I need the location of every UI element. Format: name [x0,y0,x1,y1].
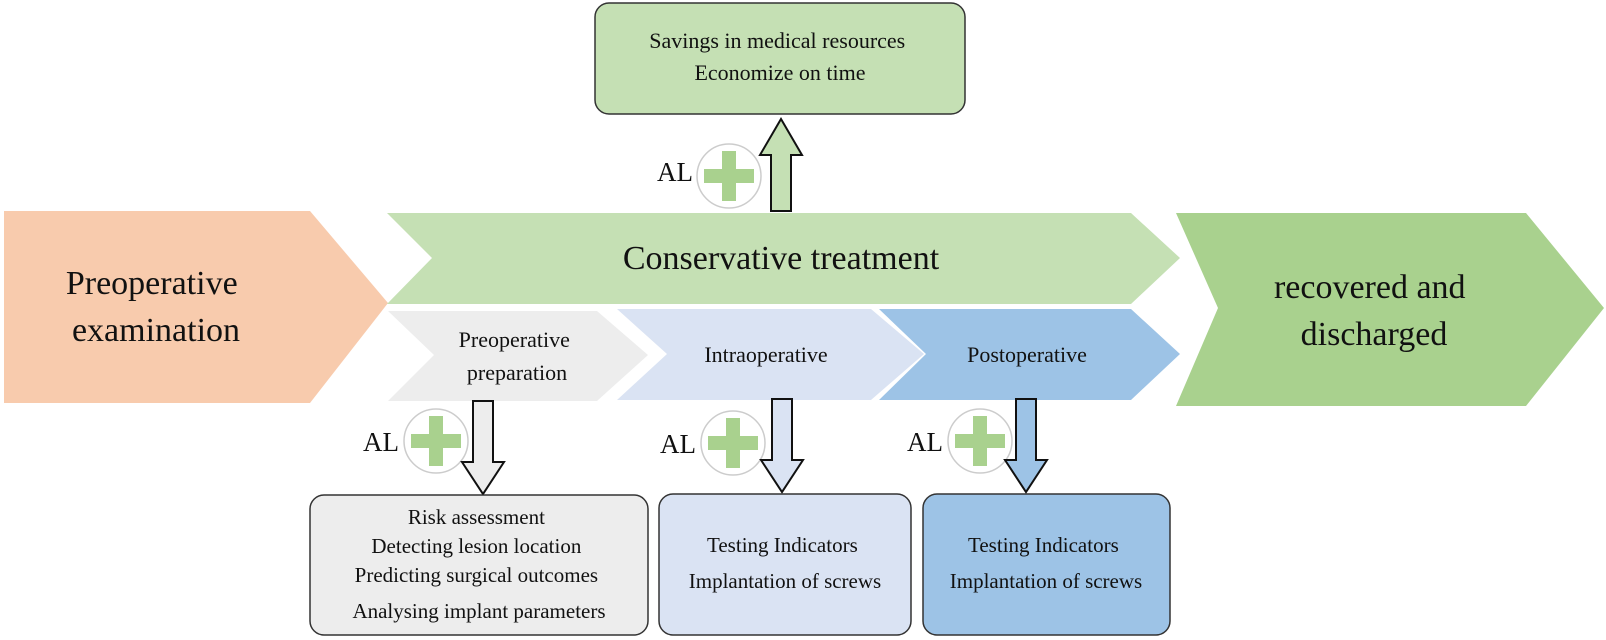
postoperative-outcome-text: Testing Indicators Implantation of screw… [950,533,1142,593]
plus-circle-icon [700,410,766,476]
preparation-outcome-box [309,494,649,636]
preparation-outcome-text: Risk assessment Detecting lesion locatio… [352,505,605,623]
down-arrow-icon [1003,398,1049,494]
preoperative-examination-label: Preoperative examination [66,265,246,349]
preoperative-examination-arrow [4,211,388,403]
al-label-intraoperative: AL [660,429,696,459]
postoperative-outcome-box [922,493,1171,636]
conservative-treatment-label: Conservative treatment [623,240,940,277]
down-arrow-icon [759,398,805,494]
conservative-outcome-box [594,2,966,115]
al-label-preparation: AL [363,427,399,457]
intraoperative-chevron [617,309,924,400]
conservative-treatment-arrow [387,213,1180,304]
plus-circle-icon [696,143,762,209]
postoperative-chevron [879,309,1180,400]
preoperative-preparation-chevron [388,311,648,401]
intraoperative-outcome-box [658,493,912,636]
al-label-top: AL [657,157,693,187]
recovered-discharged-label: recovered and discharged [1274,269,1474,353]
plus-circle-icon [947,408,1013,474]
al-label-postoperative: AL [907,427,943,457]
preoperative-preparation-label: Preoperative preparation [459,327,576,385]
up-arrow-icon [758,117,804,212]
intraoperative-outcome-text: Testing Indicators Implantation of screw… [689,533,881,593]
plus-circle-icon [403,408,469,474]
postoperative-label: Postoperative [967,342,1087,367]
recovered-discharged-arrow [1176,213,1604,406]
conservative-outcome-text: Savings in medical resources Economize o… [649,28,911,85]
down-arrow-icon [460,400,506,496]
intraoperative-label: Intraoperative [704,342,827,367]
